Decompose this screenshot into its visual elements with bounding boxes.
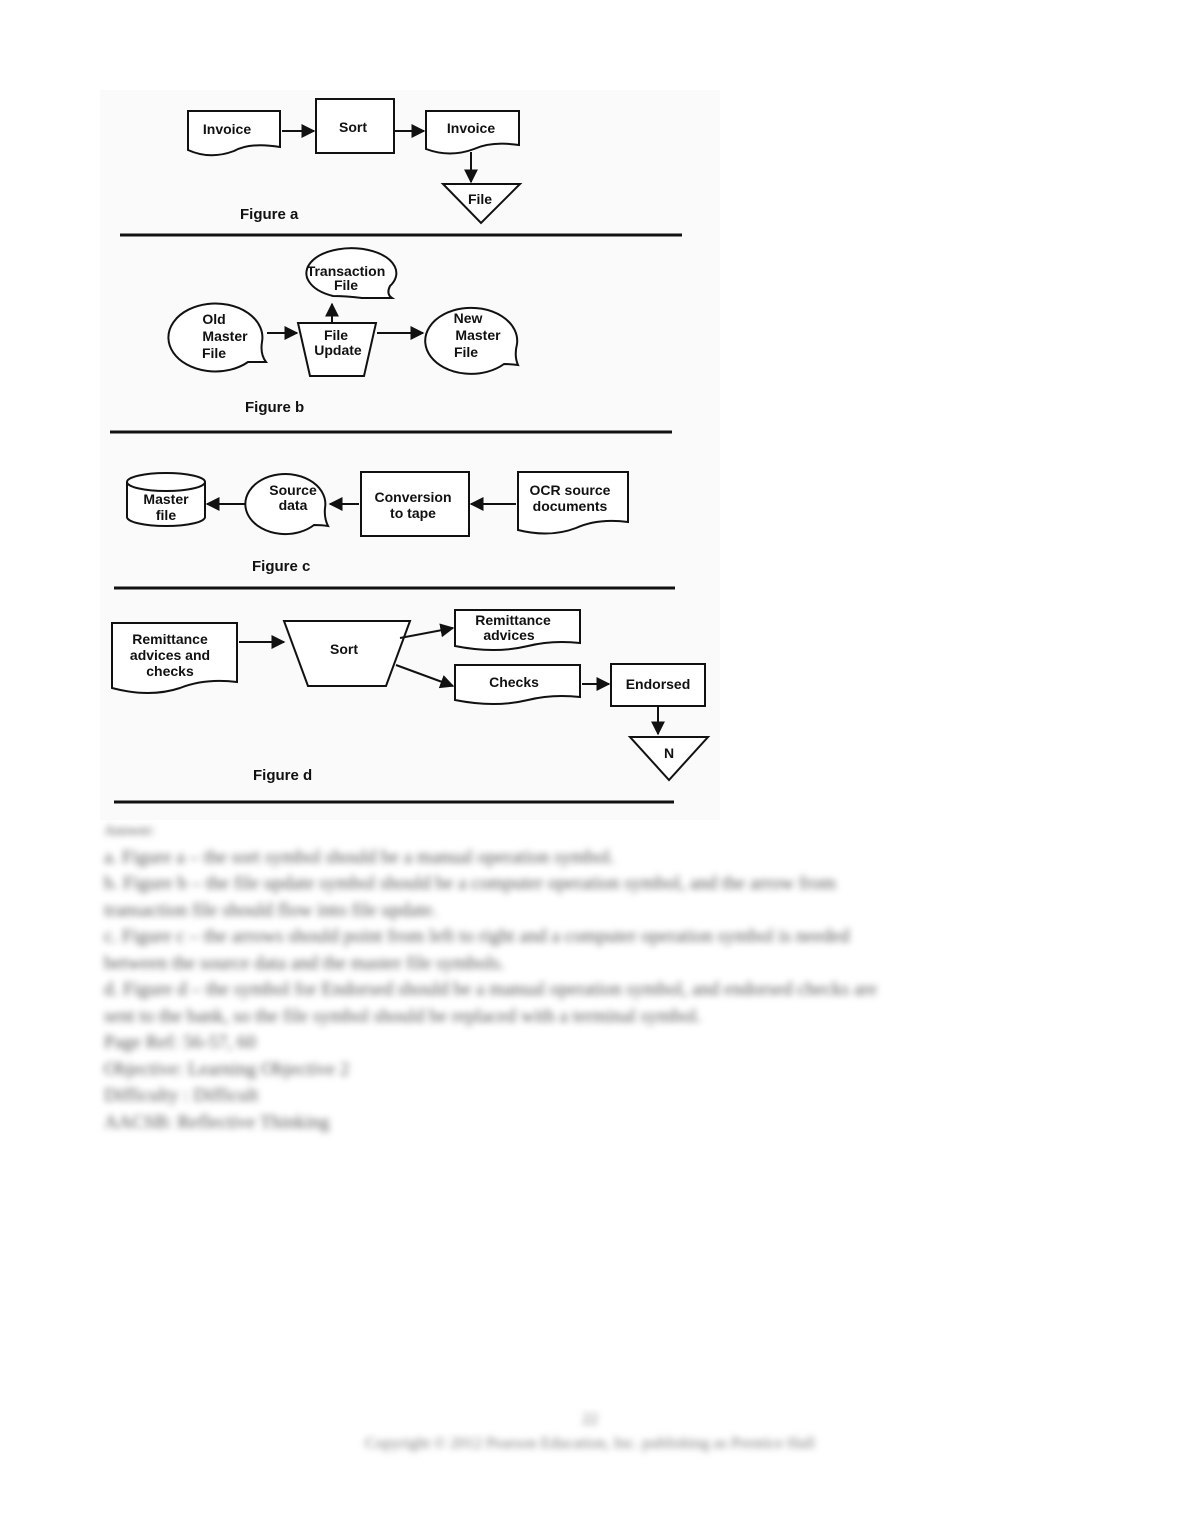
arrow-sort-to-checks <box>395 664 455 689</box>
file-update-process-symbol <box>296 322 378 377</box>
sort-label-d: Sort <box>330 641 358 657</box>
new-master-label-1: New <box>454 310 483 326</box>
conversion-label-2: to tape <box>390 505 436 521</box>
file-update-label-1: File <box>324 327 348 343</box>
source-data-tape-symbol <box>244 473 330 536</box>
old-master-label-3: File <box>202 345 226 361</box>
remittance-checks-label-3: checks <box>146 663 194 679</box>
master-file-disk-symbol <box>126 472 206 527</box>
invoice-output-document-symbol <box>425 110 520 155</box>
endorsed-label: Endorsed <box>626 676 691 692</box>
master-file-disk-rim <box>126 481 206 492</box>
master-file-label-1: Master <box>143 491 189 507</box>
master-file-label-2: file <box>156 507 176 523</box>
answer-line: a. Figure a – the sort symbol should be … <box>104 846 615 868</box>
transaction-file-tape-symbol <box>305 247 398 299</box>
checks-document-symbol <box>454 664 581 705</box>
invoice-output-label: Invoice <box>447 120 495 136</box>
checks-label: Checks <box>489 674 539 690</box>
flowchart-diagram: Invoice Sort Invoice File Figure a Trans… <box>110 98 711 804</box>
answer-block: Answer: a. Figure a – the sort symbol sh… <box>104 818 1054 1136</box>
sort-process-box <box>315 98 395 154</box>
new-master-label-3: File <box>454 344 478 360</box>
old-master-label-2: Master <box>202 328 248 344</box>
invoice-document-symbol <box>187 110 281 157</box>
aacsb: AACSB: Reflective Thinking <box>104 1111 330 1133</box>
answer-line: sent to the bank, so the file symbol sho… <box>104 1005 702 1027</box>
answer-line: transaction file should flow into file u… <box>104 899 437 921</box>
conversion-label-1: Conversion <box>374 489 451 505</box>
figure-c-caption: Figure c <box>252 558 310 575</box>
remittance-checks-document-symbol <box>111 622 238 694</box>
figure-d-caption: Figure d <box>253 767 312 784</box>
page-footer: 22 Copyright © 2012 Pearson Education, I… <box>0 1408 1180 1456</box>
source-data-label-2: data <box>279 497 308 513</box>
answer-line: d. Figure d – the symbol for Endorsed sh… <box>104 979 878 1000</box>
flowchart-figures: Invoice Sort Invoice File Figure a Trans… <box>100 90 720 820</box>
file-update-label-2: Update <box>314 342 362 358</box>
answer-line: between the source data and the master f… <box>104 952 505 974</box>
figure-a: Invoice Sort Invoice File Figure a <box>120 98 682 237</box>
copyright-notice: Copyright © 2012 Pearson Education, Inc.… <box>365 1435 815 1452</box>
file-n-label: N <box>664 745 674 761</box>
remittance-checks-label-2: advices and <box>130 647 210 663</box>
transaction-file-label-2: File <box>334 277 358 293</box>
conversion-process-box <box>360 471 470 537</box>
answer-line: c. Figure c – the arrows should point fr… <box>104 926 850 947</box>
figure-c: Master file Source data Conversion to ta… <box>114 471 675 590</box>
page-reference: Page Ref: 56-57, 60 <box>104 1032 256 1053</box>
objective: Objective: Learning Objective 2 <box>104 1058 350 1080</box>
arrow-sort-to-remittance-advices <box>399 623 455 639</box>
remittance-advices-document-symbol <box>454 609 581 651</box>
remittance-advices-label-1: Remittance <box>475 612 551 628</box>
old-master-tape-symbol <box>167 302 268 373</box>
sort-label: Sort <box>339 119 367 135</box>
file-triangle-symbol <box>440 183 523 225</box>
sort-manual-operation-symbol <box>282 620 412 687</box>
file-label: File <box>468 191 492 207</box>
ocr-label-1: OCR source <box>530 482 611 498</box>
source-data-label-1: Source <box>269 482 317 498</box>
answer-line: b. Figure b – the file update symbol sho… <box>104 873 836 894</box>
transaction-file-label-1: Transaction <box>307 263 386 279</box>
figure-b-caption: Figure b <box>245 399 304 416</box>
figure-d: Remittance advices and checks Sort Remit… <box>111 609 711 804</box>
remittance-advices-label-2: advices <box>483 627 535 643</box>
old-master-label-1: Old <box>202 311 225 327</box>
file-n-triangle-symbol <box>627 736 711 782</box>
remittance-checks-label-1: Remittance <box>132 631 208 647</box>
page-number: 22 <box>582 1411 598 1428</box>
ocr-documents-symbol <box>517 471 629 535</box>
invoice-input-label: Invoice <box>203 121 251 137</box>
ocr-label-2: documents <box>533 498 608 514</box>
figure-b: Transaction File Old Master File File Up… <box>110 247 672 434</box>
new-master-label-2: Master <box>455 327 501 343</box>
answer-heading: Answer: <box>104 823 155 839</box>
figure-a-caption: Figure a <box>240 206 299 223</box>
endorsed-process-box <box>610 663 706 707</box>
new-master-tape-symbol <box>424 306 520 375</box>
difficulty: Difficulty : Difficult <box>104 1085 259 1106</box>
